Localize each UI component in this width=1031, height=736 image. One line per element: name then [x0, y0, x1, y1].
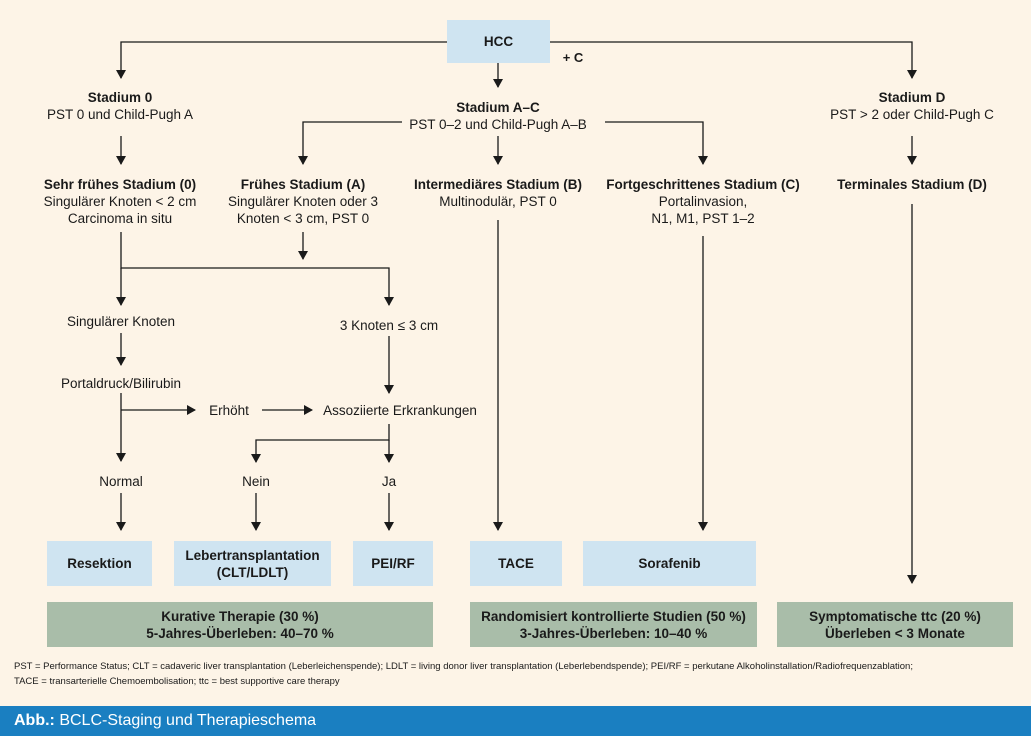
outcome-rct: Randomisiert kontrollierte Studien (50 %… — [470, 602, 757, 647]
sorafenib-label: Sorafenib — [638, 556, 701, 571]
tace-label: TACE — [498, 556, 534, 571]
early-line2: Knoten < 3 cm, PST 0 — [236, 211, 370, 226]
treatment-resection: Resektion — [47, 541, 152, 586]
transplant-label-1: Lebertransplantation — [185, 547, 320, 563]
intermediate-line1: Multinodulär, PST 0 — [439, 194, 557, 209]
very-early-line1: Singulärer Knoten < 2 cm — [43, 194, 197, 209]
connector-stageac-early — [298, 121, 402, 165]
stage-ac: Stadium A–C PST 0–2 und Child-Pugh A–B — [378, 99, 618, 133]
caption-prefix: Abb.: — [14, 712, 55, 729]
advanced-line1: Portalinvasion, — [658, 194, 748, 209]
stage-0-sub: PST 0 und Child-Pugh A — [46, 107, 194, 122]
stage-d-title: Stadium D — [878, 90, 946, 105]
treatment-pei: PEI/RF — [353, 541, 433, 586]
decision-no: Nein — [242, 474, 270, 489]
intermediate-stage: Intermediäres Stadium (B) Multinodulär, … — [403, 176, 593, 210]
curative-line2: 5-Jahres-Überleben: 40–70 % — [146, 625, 334, 641]
symptomatic-line2: Überleben < 3 Monate — [825, 625, 965, 641]
early-title: Frühes Stadium (A) — [240, 177, 366, 192]
advanced-stage: Fortgeschrittenes Stadium (C) Portalinva… — [603, 176, 803, 227]
plus-c-label: + C — [562, 50, 584, 65]
hcc-label: HCC — [483, 34, 514, 49]
stage-d-sub: PST > 2 oder Child-Pugh C — [830, 107, 994, 122]
advanced-title: Fortgeschrittenes Stadium (C) — [606, 177, 800, 192]
footnote-line2: TACE = transarterielle Chemoembolisation… — [14, 676, 340, 687]
transplant-label-2: (CLT/LDLT) — [216, 564, 289, 580]
outcome-curative: Kurative Therapie (30 %) 5-Jahres-Überle… — [47, 602, 433, 647]
early-line1: Singulärer Knoten oder 3 — [227, 194, 379, 209]
decision-portal: Portaldruck/Bilirubin — [60, 376, 182, 391]
connector-hcc-staged — [550, 41, 917, 79]
decision-yes: Ja — [381, 474, 397, 489]
very-early-title: Sehr frühes Stadium (0) — [43, 177, 197, 192]
symptomatic-line1: Symptomatische ttc (20 %) — [809, 608, 981, 624]
very-early-stage: Sehr frühes Stadium (0) Singulärer Knote… — [20, 176, 220, 227]
connector-assoc-no — [251, 424, 390, 463]
footnote: PST = Performance Status; CLT = cadaveri… — [14, 659, 913, 689]
curative-line1: Kurative Therapie (30 %) — [161, 608, 319, 624]
early-stage: Frühes Stadium (A) Singulärer Knoten ode… — [218, 176, 388, 227]
caption-bar: Abb.: BCLC-Staging und Therapieschema — [0, 706, 1031, 736]
connector-veryearly-split — [120, 232, 394, 306]
very-early-line2: Carcinoma in situ — [67, 211, 173, 226]
connector-stageac-advanced — [605, 121, 708, 165]
pei-label: PEI/RF — [371, 556, 415, 571]
advanced-line2: N1, M1, PST 1–2 — [651, 211, 755, 226]
treatment-transplant: Lebertransplantation (CLT/LDLT) — [174, 541, 331, 586]
caption: Abb.: BCLC-Staging und Therapieschema — [14, 706, 316, 736]
treatment-tace: TACE — [470, 541, 562, 586]
rct-line1: Randomisiert kontrollierte Studien (50 %… — [481, 608, 746, 624]
terminal-stage: Terminales Stadium (D) — [822, 176, 1002, 193]
stage-0-title: Stadium 0 — [87, 90, 153, 105]
connector-hcc-stage0 — [116, 41, 447, 79]
decision-elevated: Erhöht — [209, 403, 249, 418]
resection-label: Resektion — [67, 556, 132, 571]
decision-single-node: Singulärer Knoten — [66, 314, 176, 329]
stage-d: Stadium D PST > 2 oder Child-Pugh C — [808, 89, 1016, 123]
treatment-sorafenib: Sorafenib — [583, 541, 756, 586]
decision-normal: Normal — [99, 474, 143, 489]
stage-0: Stadium 0 PST 0 und Child-Pugh A — [20, 89, 220, 123]
decision-three-nodes: 3 Knoten ≤ 3 cm — [339, 318, 439, 333]
stage-ac-title: Stadium A–C — [456, 100, 540, 115]
outcome-symptomatic: Symptomatische ttc (20 %) Überleben < 3 … — [777, 602, 1013, 647]
rct-line2: 3-Jahres-Überleben: 10–40 % — [519, 625, 708, 641]
intermediate-title: Intermediäres Stadium (B) — [413, 177, 583, 192]
stage-ac-sub: PST 0–2 und Child-Pugh A–B — [409, 117, 587, 132]
footnote-line1: PST = Performance Status; CLT = cadaveri… — [14, 661, 913, 672]
hcc-box: HCC — [447, 20, 550, 63]
terminal-title: Terminales Stadium (D) — [837, 177, 987, 192]
decision-assoc: Assoziierte Erkrankungen — [323, 403, 477, 418]
caption-text: BCLC-Staging und Therapieschema — [59, 712, 317, 729]
